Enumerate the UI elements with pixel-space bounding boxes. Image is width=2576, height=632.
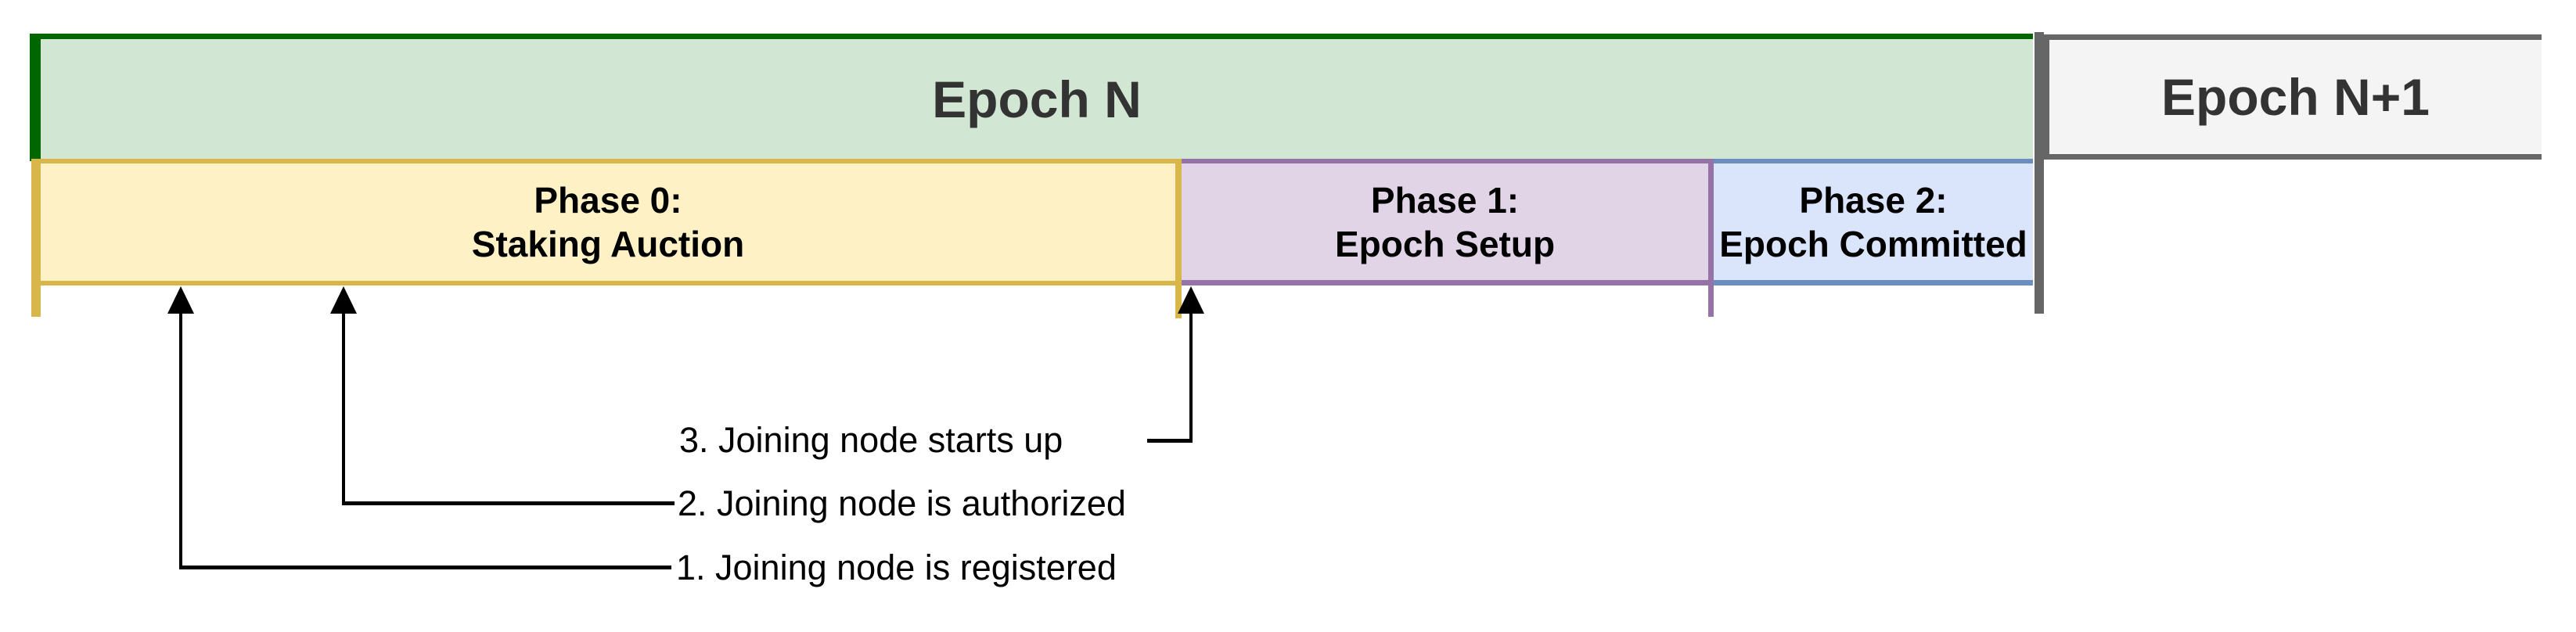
annotation-2-connector-line	[342, 501, 675, 505]
annotation-1-connector-line	[179, 566, 671, 569]
phase-0-label: Phase 0: Staking Auction	[471, 180, 745, 264]
epoch-n-bar: Epoch N	[41, 34, 2033, 159]
phase-1-phase-2-boundary-tail	[1708, 285, 1714, 317]
phase-2-label: Phase 2: Epoch Committed	[1719, 179, 2027, 264]
phase-2-epoch-committed-box: Phase 2: Epoch Committed	[1714, 159, 2033, 285]
arrow-3-shaft	[1189, 310, 1193, 443]
arrow-up-icon	[167, 286, 194, 314]
phase-0-left-border-tail	[31, 285, 41, 317]
arrow-1-shaft	[179, 310, 182, 569]
arrow-2-shaft	[342, 310, 345, 505]
epoch-n-label: Epoch N	[932, 70, 1142, 128]
arrow-up-icon	[330, 286, 357, 314]
annotation-3-label: 3. Joining node starts up	[679, 420, 1063, 460]
arrow-up-icon	[1178, 286, 1204, 314]
epoch-n-plus-1-label: Epoch N+1	[2161, 68, 2430, 126]
epoch-n-plus-1-bar: Epoch N+1	[2044, 34, 2542, 160]
annotation-2-label: 2. Joining node is authorized	[678, 483, 1126, 523]
epoch-n-start-marker	[30, 34, 41, 161]
annotation-3-connector-line	[1147, 439, 1193, 443]
epoch-boundary-divider	[2035, 32, 2044, 314]
phase-0-staking-auction-box: Phase 0: Staking Auction	[31, 159, 1182, 285]
phase-1-label: Phase 1: Epoch Setup	[1334, 179, 1556, 264]
phase-1-epoch-setup-box: Phase 1: Epoch Setup	[1182, 159, 1714, 285]
annotation-1-label: 1. Joining node is registered	[676, 548, 1117, 587]
